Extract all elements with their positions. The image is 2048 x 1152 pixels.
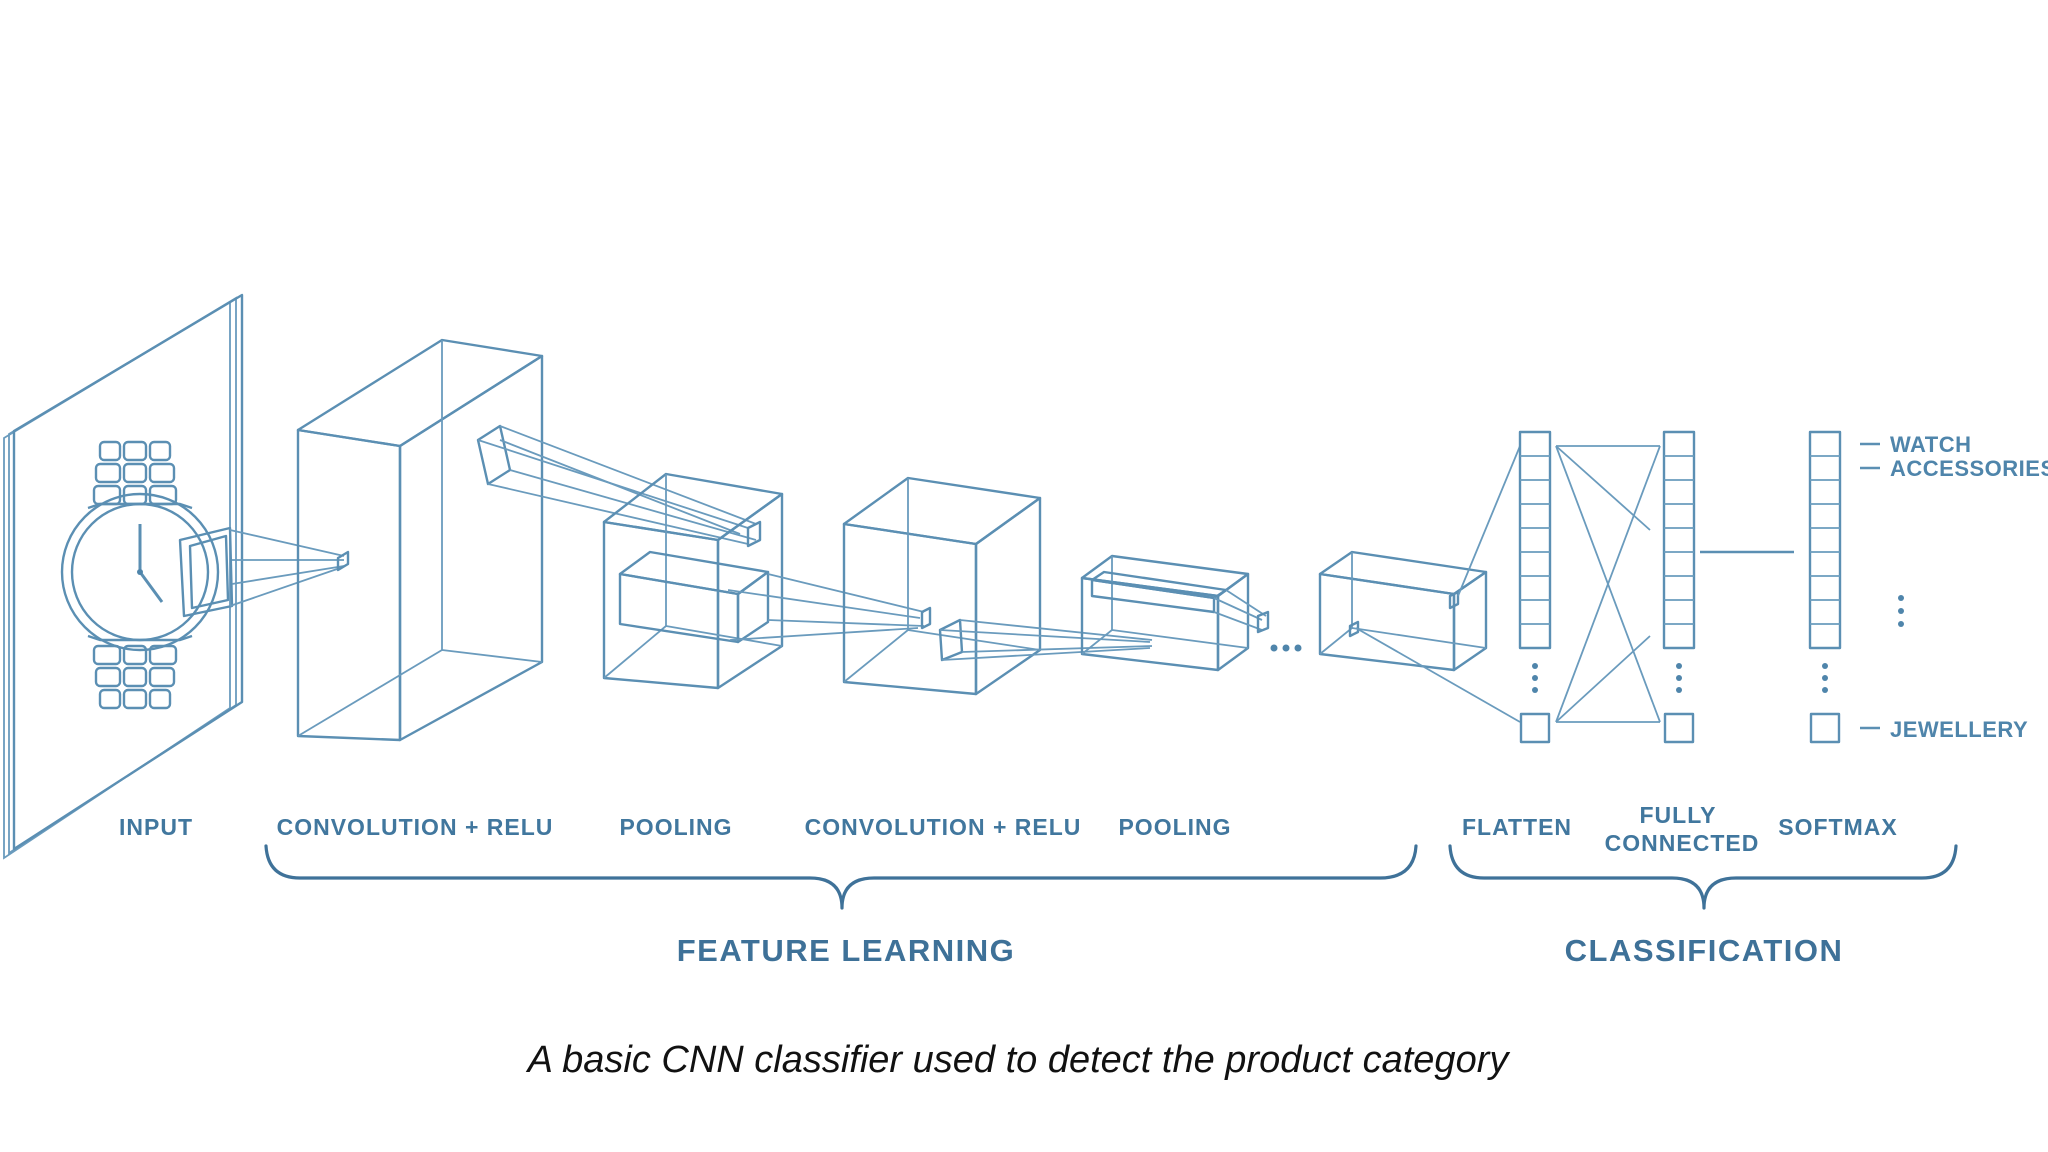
classification-brace xyxy=(1448,844,1958,910)
label-flatten: FLATTEN xyxy=(1462,814,1572,840)
flatten-column xyxy=(1518,430,1552,744)
figure-caption: A basic CNN classifier used to detect th… xyxy=(526,1039,1511,1081)
label-conv2: CONVOLUTION + RELU xyxy=(805,814,1082,840)
group-classification: CLASSIFICATION xyxy=(1565,933,1844,968)
label-connected: CONNECTED xyxy=(1605,830,1760,856)
fully-connected-column xyxy=(1662,430,1794,744)
output-label-jewellery: JEWELLERY xyxy=(1890,717,2028,742)
conv1-block xyxy=(296,338,757,742)
final-feature-block xyxy=(1318,445,1521,723)
group-feature-learning: FEATURE LEARNING xyxy=(677,933,1016,968)
label-softmax: SOFTMAX xyxy=(1778,814,1897,840)
label-input: INPUT xyxy=(119,814,193,840)
input-image xyxy=(3,293,345,860)
output-label-watch: WATCH xyxy=(1890,432,1972,457)
softmax-column xyxy=(1808,430,1904,744)
conv2-block xyxy=(842,476,1153,696)
pool1-block xyxy=(602,472,925,690)
feature-learning-brace xyxy=(264,844,1418,910)
label-conv1: CONVOLUTION + RELU xyxy=(277,814,554,840)
label-pool1: POOLING xyxy=(619,814,732,840)
label-fully: FULLY xyxy=(1640,802,1717,828)
output-label-accessories: ACCESSORIES xyxy=(1890,456,2048,481)
label-pool2: POOLING xyxy=(1118,814,1231,840)
flatten-to-fc-connections xyxy=(1555,445,1661,723)
watch-icon xyxy=(60,440,234,710)
layer-ellipsis xyxy=(1270,644,1302,652)
pool2-block xyxy=(1080,554,1270,672)
